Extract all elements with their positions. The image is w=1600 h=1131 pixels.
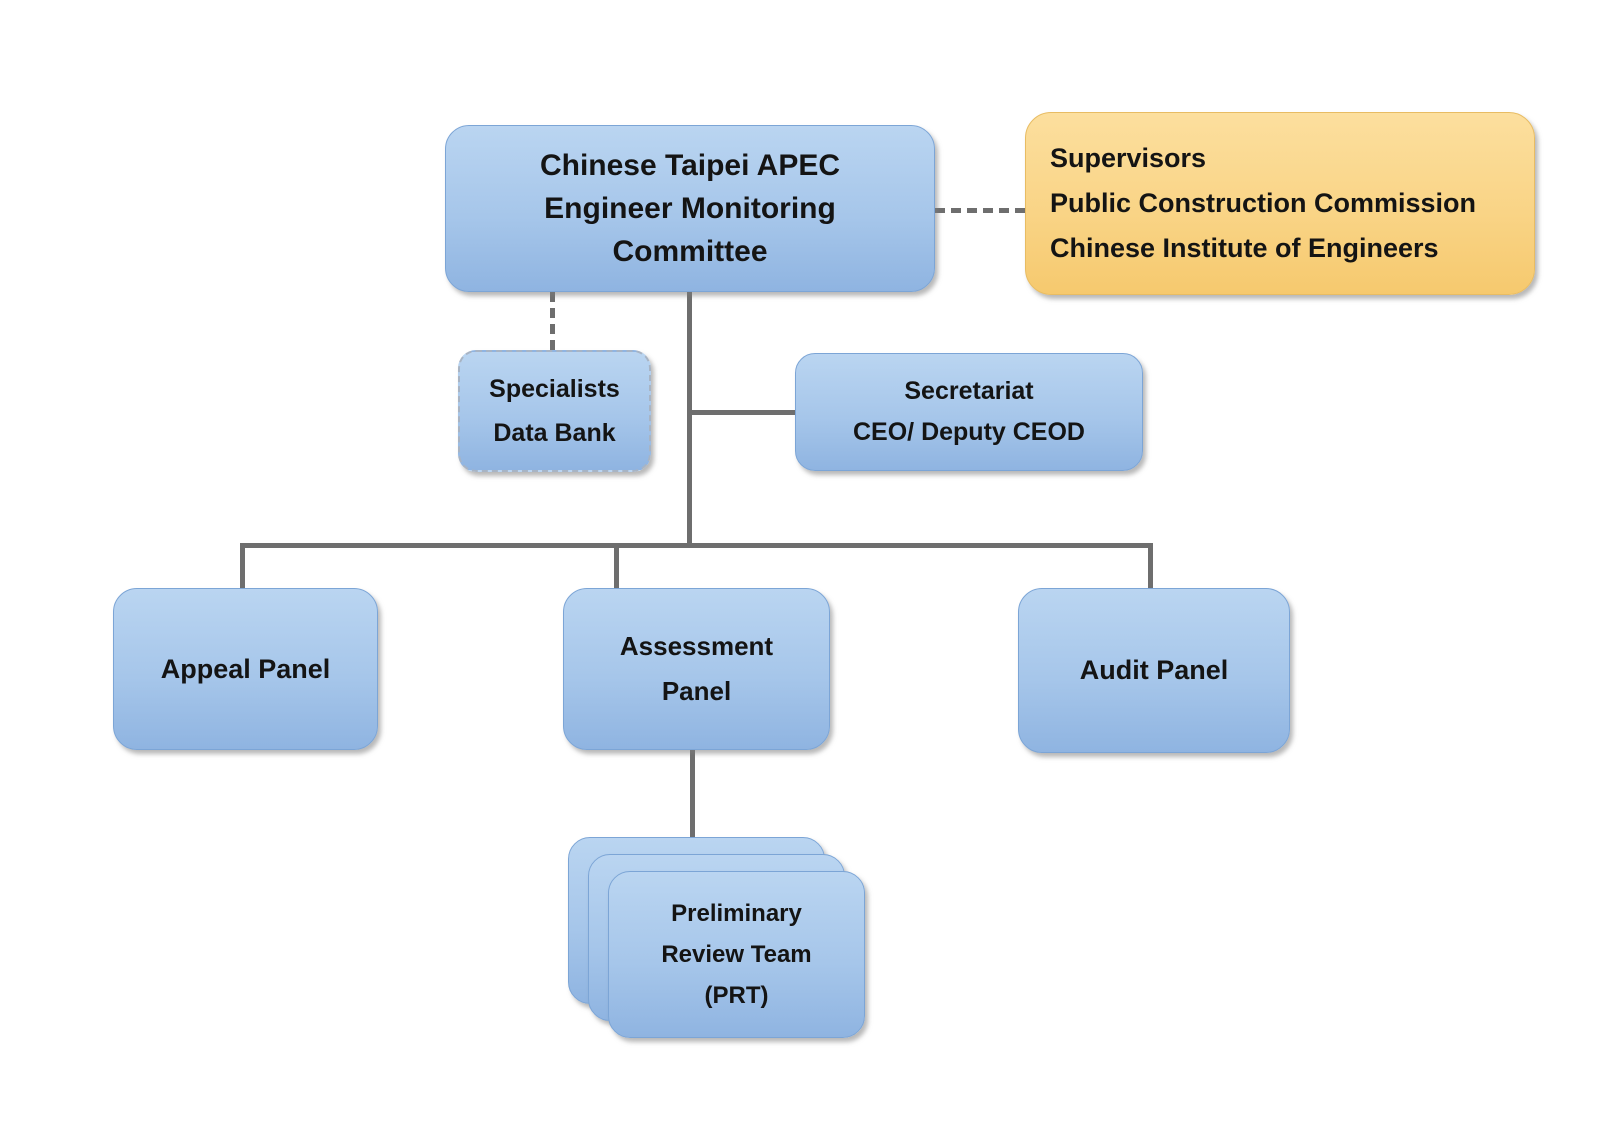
node-specialists-line2: Data Bank — [493, 419, 616, 447]
node-committee-line1: Chinese Taipei APEC — [539, 149, 841, 182]
node-specialists-line1: Specialists — [489, 375, 620, 403]
connector-drop-audit — [1148, 543, 1153, 590]
node-appeal-label: Appeal Panel — [160, 653, 331, 684]
node-committee-line2: Engineer Monitoring — [544, 192, 836, 225]
node-secretariat-line2: CEO/ Deputy CEOD — [853, 418, 1085, 446]
node-supervisors: Supervisors Public Construction Commissi… — [1025, 112, 1535, 295]
connector-committee-supervisors — [935, 208, 1025, 213]
node-secretariat: Secretariat CEO/ Deputy CEOD — [795, 353, 1143, 471]
connector-drop-appeal — [240, 543, 245, 590]
node-prt: Preliminary Review Team (PRT) — [608, 871, 865, 1038]
connector-committee-secretariat — [690, 410, 795, 415]
connector-trunk — [687, 292, 692, 548]
connector-distribution-line — [240, 543, 1153, 548]
node-committee: Chinese Taipei APEC Engineer Monitoring … — [445, 125, 935, 292]
connector-drop-assessment — [614, 543, 619, 590]
node-specialists-data-bank: Specialists Data Bank — [458, 350, 651, 472]
node-secretariat-line1: Secretariat — [904, 377, 1034, 405]
connector-assessment-prt — [690, 750, 695, 839]
node-supervisors-line3: Chinese Institute of Engineers — [1050, 233, 1439, 263]
node-prt-line1: Preliminary — [671, 900, 802, 927]
node-assessment-panel: Assessment Panel — [563, 588, 830, 750]
node-supervisors-line2: Public Construction Commission — [1050, 188, 1477, 218]
node-audit-label: Audit Panel — [1079, 655, 1229, 685]
node-audit-panel: Audit Panel — [1018, 588, 1290, 753]
node-prt-line2: Review Team — [661, 941, 812, 968]
node-assessment-line2: Panel — [661, 676, 732, 706]
node-supervisors-line1: Supervisors — [1050, 143, 1207, 173]
node-prt-line3: (PRT) — [704, 982, 769, 1009]
node-appeal-panel: Appeal Panel — [113, 588, 378, 750]
node-assessment-line1: Assessment — [619, 631, 774, 661]
node-committee-line3: Committee — [612, 235, 768, 268]
connector-committee-specialists — [550, 292, 555, 350]
